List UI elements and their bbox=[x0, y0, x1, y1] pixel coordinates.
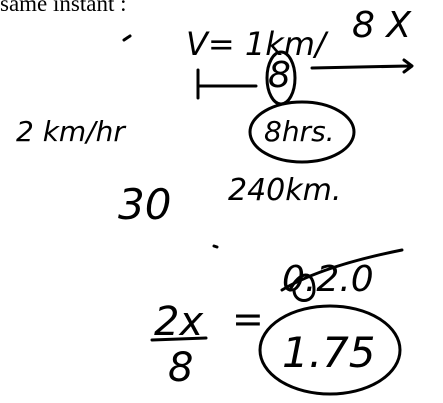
fraction-numerator: 2x bbox=[154, 299, 204, 345]
fraction-denominator: 8 bbox=[168, 345, 194, 391]
right-arrow-line bbox=[310, 58, 414, 74]
distance-note: 240km. bbox=[228, 173, 342, 208]
scribble-mark bbox=[288, 273, 316, 302]
fraction-bar bbox=[150, 336, 208, 342]
small-tick-mark bbox=[122, 34, 132, 42]
result-circled: 1.75 bbox=[282, 328, 376, 377]
boxed-digit: 8 bbox=[268, 55, 291, 96]
time-circled-note: 8hrs. bbox=[264, 115, 335, 148]
ink-dot bbox=[212, 244, 219, 249]
time-circle bbox=[248, 100, 356, 164]
velocity-note: V= 1km/ bbox=[186, 25, 326, 63]
number-30: 30 bbox=[118, 180, 172, 229]
result-circle bbox=[258, 304, 402, 396]
equals-sign: = bbox=[232, 297, 264, 341]
x-marks-note: 8 X bbox=[352, 5, 412, 46]
printed-header-text: same instant : bbox=[0, 0, 127, 16]
left-bracket-line bbox=[196, 68, 258, 100]
cross-out-stroke bbox=[280, 248, 404, 292]
digit-loop bbox=[265, 50, 297, 106]
rate-note: 2 km/hr bbox=[16, 115, 125, 148]
